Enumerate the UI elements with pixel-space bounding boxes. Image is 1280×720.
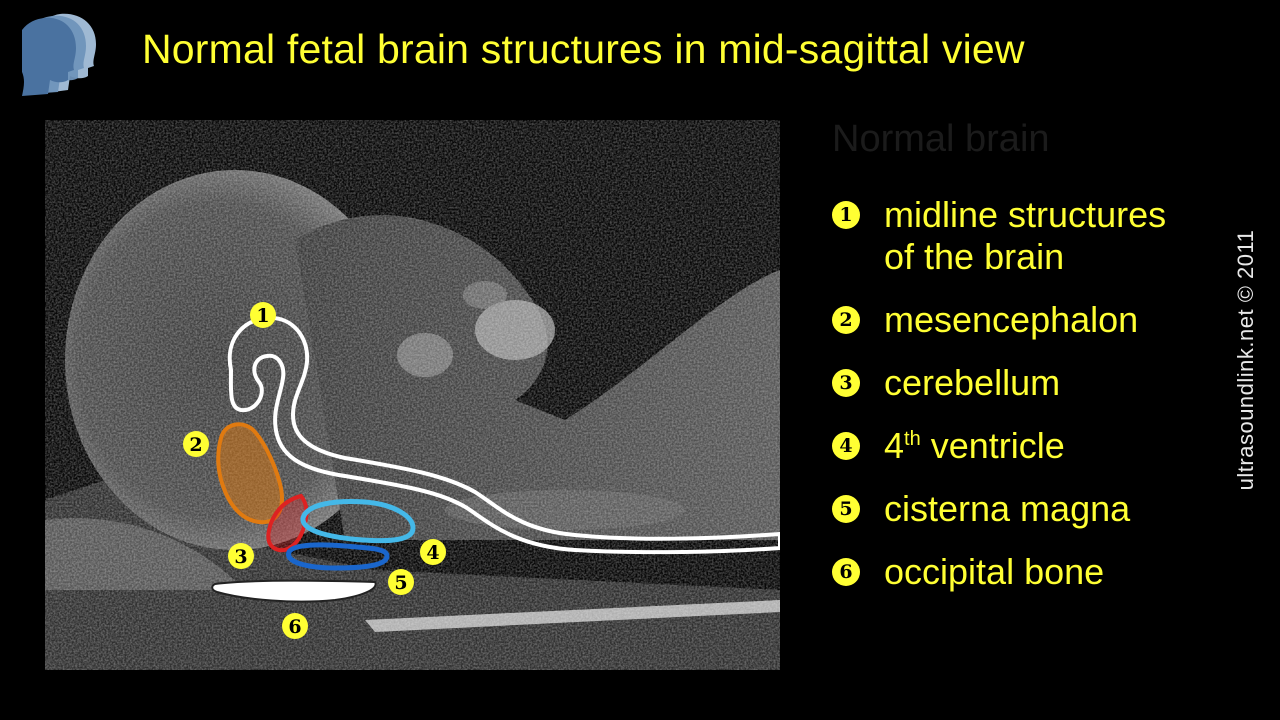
legend-label-suffix: ventricle — [920, 425, 1065, 466]
marker-6: 6 — [282, 613, 308, 639]
marker-2: 2 — [183, 431, 209, 457]
legend-number-3: 3 — [832, 369, 860, 397]
structure-legend: 1 midline structures of the brain 2 mese… — [832, 194, 1166, 614]
legend-label: cisterna magna — [884, 488, 1131, 529]
marker-5-label: 5 — [394, 572, 407, 594]
marker-6-label: 6 — [288, 616, 301, 638]
legend-label-sup: th — [904, 428, 921, 450]
legend-item-midline: 1 midline structures of the brain — [832, 194, 1166, 278]
marker-1-label: 1 — [256, 305, 269, 327]
occipital-bone-outline — [211, 579, 377, 603]
marker-2-label: 2 — [189, 434, 202, 456]
legend-label: cerebellum — [884, 362, 1061, 403]
legend-number-5: 5 — [832, 495, 860, 523]
midline-structures-outline — [227, 315, 780, 555]
legend-number-1: 1 — [832, 201, 860, 229]
legend-label: 4th ventricle — [884, 425, 1166, 467]
legend-item-mesencephalon: 2 mesencephalon — [832, 299, 1166, 341]
fourth-ventricle-outline — [300, 499, 416, 544]
logo-heads-icon — [22, 13, 96, 96]
mesencephalon-outline — [216, 422, 284, 525]
cerebellum-outline — [266, 493, 309, 553]
legend-label: mesencephalon — [884, 299, 1139, 340]
legend-number-2: 2 — [832, 306, 860, 334]
ghost-heading: Normal brain — [832, 118, 1050, 160]
marker-5: 5 — [388, 569, 414, 595]
page-title: Normal fetal brain structures in mid-sag… — [142, 26, 1025, 72]
marker-3: 3 — [228, 543, 254, 569]
legend-label-line1: midline structures — [884, 194, 1167, 235]
marker-4-label: 4 — [426, 542, 439, 564]
copyright-text: ultrasoundlink.net © 2011 — [1233, 229, 1258, 491]
legend-label-line2: of the brain — [884, 236, 1065, 277]
marker-1: 1 — [250, 302, 276, 328]
marker-3-label: 3 — [234, 546, 247, 568]
legend-item-fourth-ventricle: 4 4th ventricle — [832, 425, 1166, 467]
cisterna-magna-outline — [286, 542, 390, 571]
legend-label: occipital bone — [884, 551, 1105, 592]
legend-item-occipital-bone: 6 occipital bone — [832, 551, 1166, 593]
legend-number-4: 4 — [832, 432, 860, 460]
legend-label-prefix: 4 — [884, 425, 905, 466]
legend-number-6: 6 — [832, 558, 860, 586]
legend-item-cerebellum: 3 cerebellum — [832, 362, 1166, 404]
ultrasound-scan-image: 1 2 3 4 5 6 — [45, 120, 780, 670]
legend-item-cisterna-magna: 5 cisterna magna — [832, 488, 1166, 530]
marker-4: 4 — [420, 539, 446, 565]
